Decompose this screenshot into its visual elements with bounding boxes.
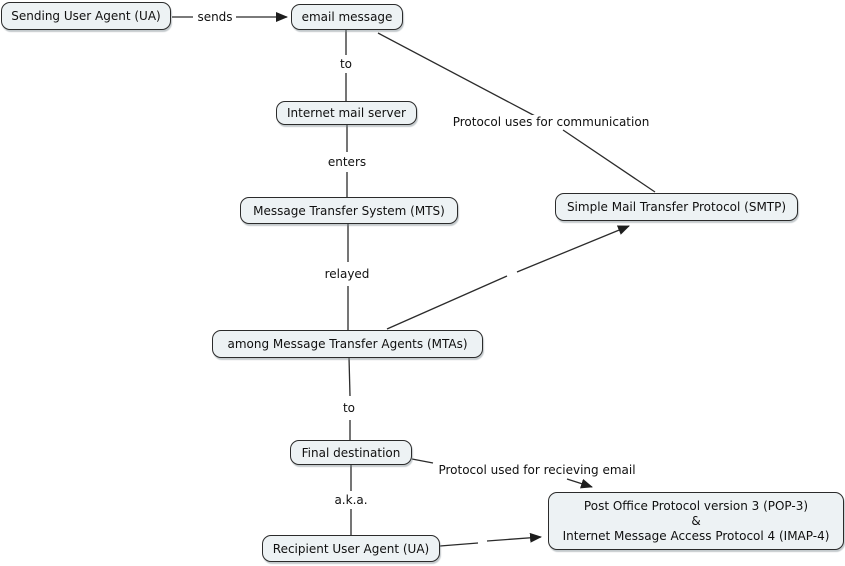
node-label-line2: & bbox=[691, 513, 701, 528]
node-recipient-user-agent[interactable]: Recipient User Agent (UA) bbox=[262, 535, 440, 562]
node-label: email message bbox=[301, 10, 393, 24]
node-label: among Message Transfer Agents (MTAs) bbox=[227, 337, 468, 351]
link-label-receiving[interactable]: Protocol used for recieving email bbox=[436, 463, 638, 477]
node-message-transfer-system[interactable]: Message Transfer System (MTS) bbox=[240, 197, 458, 224]
link-label-aka[interactable]: a.k.a. bbox=[332, 493, 370, 507]
link-label-to-destination[interactable]: to bbox=[340, 401, 358, 415]
node-label: Simple Mail Transfer Protocol (SMTP) bbox=[566, 200, 787, 214]
node-label: Internet mail server bbox=[287, 106, 406, 120]
node-email-message[interactable]: email message bbox=[291, 4, 403, 30]
node-label: Final destination bbox=[301, 445, 401, 460]
node-label: Message Transfer System (MTS) bbox=[253, 203, 445, 218]
node-message-transfer-agents[interactable]: among Message Transfer Agents (MTAs) bbox=[212, 330, 483, 358]
node-label-line1: Post Office Protocol version 3 (POP-3) bbox=[583, 498, 809, 513]
link-label-relayed[interactable]: relayed bbox=[322, 267, 372, 281]
node-pop3-imap4[interactable]: Post Office Protocol version 3 (POP-3) &… bbox=[548, 492, 844, 550]
link-label-enters[interactable]: enters bbox=[325, 155, 369, 169]
link-label-sends[interactable]: sends bbox=[195, 10, 235, 24]
node-final-destination[interactable]: Final destination bbox=[290, 440, 412, 465]
node-label: Sending User Agent (UA) bbox=[11, 9, 161, 23]
node-label: Recipient User Agent (UA) bbox=[272, 541, 430, 556]
node-label-line3: Internet Message Access Protocol 4 (IMAP… bbox=[562, 528, 830, 543]
node-smtp[interactable]: Simple Mail Transfer Protocol (SMTP) bbox=[555, 193, 798, 221]
link-label-to-server[interactable]: to bbox=[337, 57, 355, 71]
node-internet-mail-server[interactable]: Internet mail server bbox=[276, 101, 417, 125]
node-sending-user-agent[interactable]: Sending User Agent (UA) bbox=[1, 2, 171, 30]
link-label-uses-smtp[interactable]: Protocol uses for communication bbox=[450, 115, 652, 129]
